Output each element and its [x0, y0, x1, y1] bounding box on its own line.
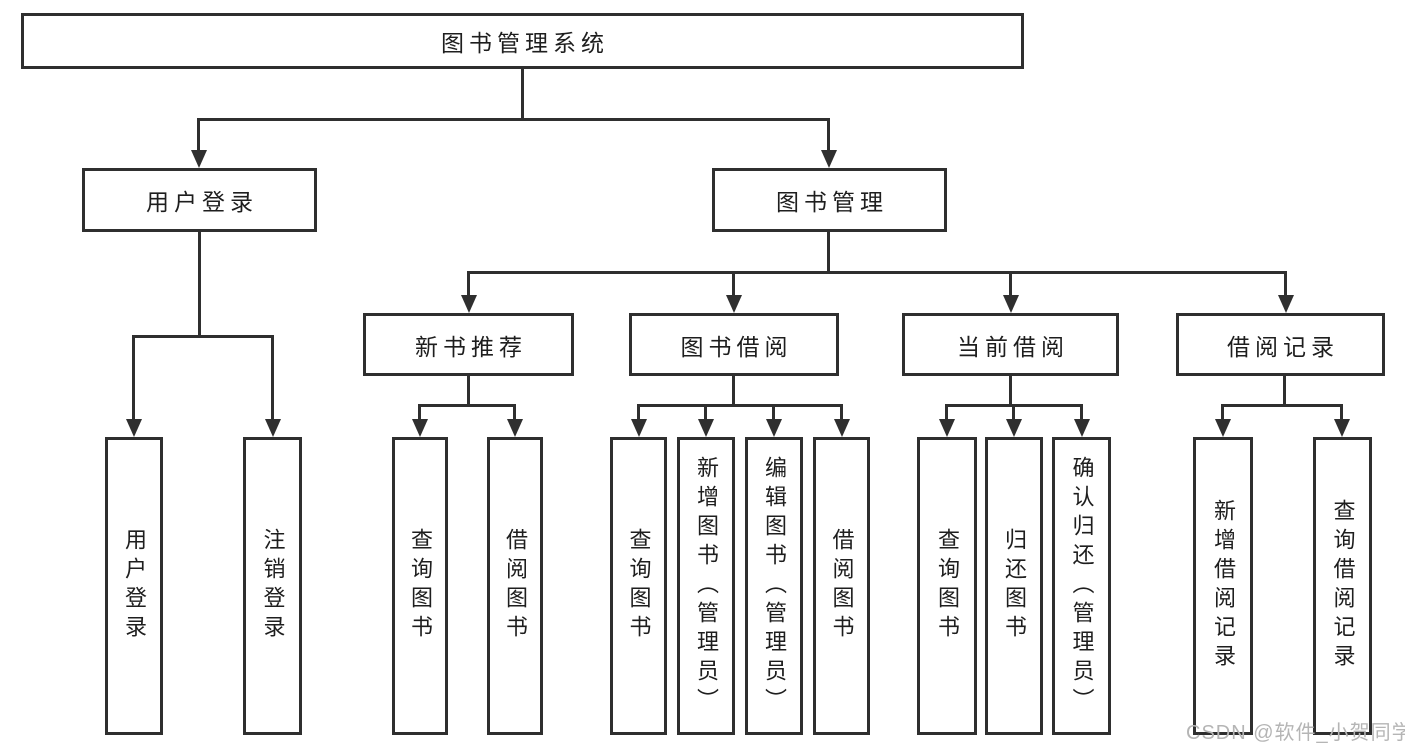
node-label: 归还图书	[1002, 528, 1027, 644]
connector-line	[132, 335, 274, 338]
node-label: 确认归还（管理员）	[1069, 455, 1095, 717]
connector-line	[732, 271, 735, 296]
node-book-management: 图书管理	[712, 168, 947, 232]
node-new-book-recommend: 新书推荐	[363, 313, 574, 376]
arrow-down-icon	[1006, 419, 1022, 437]
connector-line	[132, 335, 135, 419]
node-user-login-group: 用户登录	[82, 168, 317, 232]
arrow-down-icon	[461, 295, 477, 313]
connector-line	[1283, 376, 1286, 407]
connector-line	[418, 404, 421, 419]
node-label: 查询图书	[408, 528, 433, 644]
connector-line	[1340, 404, 1343, 419]
connector-line	[1080, 404, 1083, 419]
arrow-down-icon	[631, 419, 647, 437]
node-label: 用户登录	[122, 528, 147, 644]
connector-line	[945, 404, 948, 419]
node-label: 图书借阅	[680, 333, 793, 360]
arrow-down-icon	[939, 419, 955, 437]
arrow-down-icon	[821, 150, 837, 168]
arrow-down-icon	[1334, 419, 1350, 437]
arrow-down-icon	[126, 419, 142, 437]
leaf-logout: 注销登录	[243, 437, 302, 735]
leaf-add-borrow-record: 新增借阅记录	[1193, 437, 1253, 735]
leaf-borrow-book-recommend: 借阅图书	[487, 437, 543, 735]
connector-line	[418, 404, 516, 407]
node-current-borrow: 当前借阅	[902, 313, 1119, 376]
node-label: 图书管理	[776, 189, 888, 215]
leaf-add-book-admin: 新增图书（管理员）	[677, 437, 735, 735]
leaf-query-borrow-record: 查询借阅记录	[1313, 437, 1372, 735]
arrow-down-icon	[191, 150, 207, 168]
node-label: 借阅记录	[1227, 333, 1339, 360]
leaf-query-books-recommend: 查询图书	[392, 437, 448, 735]
connector-line	[840, 404, 843, 419]
connector-line	[772, 404, 775, 419]
node-label: 查询图书	[935, 528, 960, 644]
connector-line	[467, 271, 470, 296]
node-label: 新增借阅记录	[1211, 499, 1236, 673]
connector-line	[197, 118, 830, 121]
connector-line	[732, 376, 735, 407]
connector-line	[1009, 271, 1012, 296]
leaf-confirm-return-admin: 确认归还（管理员）	[1052, 437, 1111, 735]
leaf-query-books-current: 查询图书	[917, 437, 977, 735]
connector-line	[521, 69, 524, 120]
node-label: 借阅图书	[503, 528, 528, 644]
arrow-down-icon	[265, 419, 281, 437]
arrow-down-icon	[507, 419, 523, 437]
connector-line	[637, 404, 640, 419]
leaf-return-book: 归还图书	[985, 437, 1043, 735]
connector-line	[467, 376, 470, 407]
node-label: 注销登录	[260, 528, 286, 644]
arrow-down-icon	[412, 419, 428, 437]
connector-line	[1284, 271, 1287, 296]
node-label: 图书管理系统	[441, 30, 609, 56]
leaf-edit-book-admin: 编辑图书（管理员）	[745, 437, 803, 735]
arrow-down-icon	[1074, 419, 1090, 437]
connector-line	[1012, 404, 1015, 419]
connector-line	[827, 232, 830, 273]
node-label: 查询图书	[626, 528, 652, 644]
connector-line	[513, 404, 516, 419]
node-book-borrow: 图书借阅	[629, 313, 839, 376]
arrow-down-icon	[834, 419, 850, 437]
node-library-management-system: 图书管理系统	[21, 13, 1024, 69]
connector-line	[1221, 404, 1342, 407]
node-label: 新书推荐	[415, 333, 527, 360]
leaf-user-login: 用户登录	[105, 437, 163, 735]
connector-line	[704, 404, 707, 419]
node-label: 查询借阅记录	[1330, 499, 1356, 673]
watermark: CSDN @软件_小贺同学	[1186, 722, 1405, 744]
connector-line	[1009, 376, 1012, 407]
connector-line	[1221, 404, 1224, 419]
connector-line	[271, 335, 274, 419]
node-label: 借阅图书	[829, 528, 855, 644]
connector-line	[467, 271, 1287, 274]
arrow-down-icon	[698, 419, 714, 437]
arrow-down-icon	[1278, 295, 1294, 313]
leaf-borrow-book: 借阅图书	[813, 437, 870, 735]
node-borrow-records: 借阅记录	[1176, 313, 1385, 376]
arrow-down-icon	[1215, 419, 1231, 437]
connector-line	[198, 232, 201, 337]
node-label: 编辑图书（管理员）	[762, 455, 787, 717]
arrow-down-icon	[726, 295, 742, 313]
node-label: 用户登录	[146, 189, 258, 215]
arrow-down-icon	[1003, 295, 1019, 313]
connector-line	[637, 404, 843, 407]
leaf-query-books-borrow: 查询图书	[610, 437, 667, 735]
connector-line	[197, 118, 200, 151]
node-label: 当前借阅	[957, 333, 1069, 360]
node-label: 新增图书（管理员）	[694, 455, 719, 717]
arrow-down-icon	[766, 419, 782, 437]
connector-line	[827, 118, 830, 151]
